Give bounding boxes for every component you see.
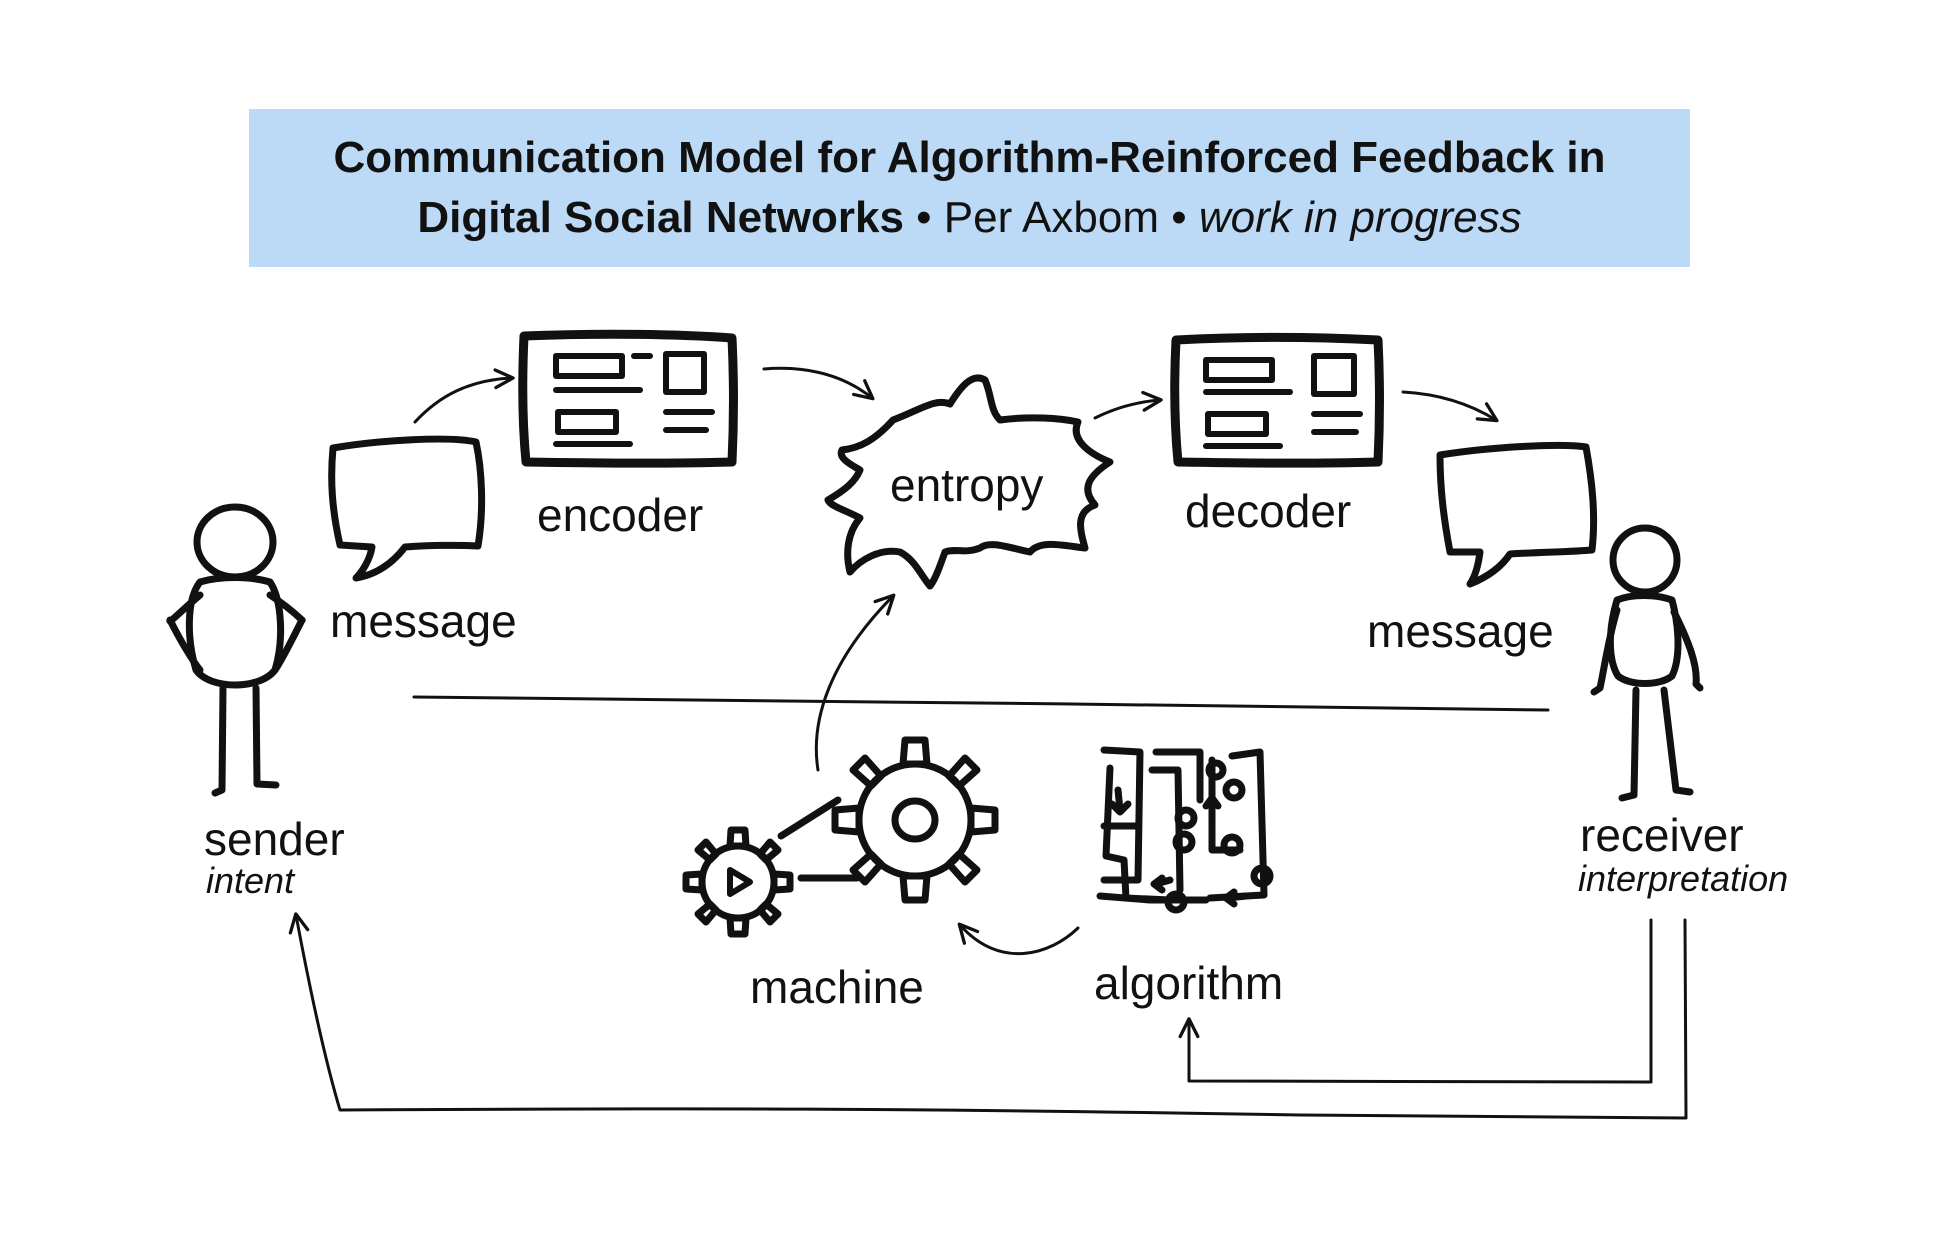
- arrow-receiver-to-algorithm: [1178, 918, 1653, 1084]
- label-entropy: entropy: [890, 459, 1044, 511]
- title-line-1: Communication Model for Algorithm-Reinfo…: [333, 133, 1606, 182]
- receiver-figure-icon: [1590, 524, 1704, 802]
- label-sender: sender: [204, 813, 345, 865]
- arrow-encoder-to-entropy: [762, 366, 875, 401]
- label-machine: machine: [750, 961, 924, 1013]
- arrow-decoder-to-message: [1401, 390, 1499, 423]
- arrow-receiver-to-sender: [288, 912, 1688, 1120]
- label-decoder: decoder: [1185, 485, 1352, 537]
- machine-gears-icon: [682, 736, 999, 938]
- algorithm-circuit-icon: [1096, 746, 1274, 914]
- entropy-burst-icon: [824, 374, 1114, 590]
- title-line-2: Digital Social Networks • Per Axbom • wo…: [417, 188, 1521, 248]
- sender-figure-icon: [166, 503, 306, 797]
- title-separator-2: •: [1159, 193, 1199, 242]
- divider-line: [412, 695, 1550, 712]
- arrow-machine-to-entropy: [814, 593, 896, 772]
- label-sender-intent: intent: [206, 860, 295, 901]
- label-message-left: message: [330, 595, 517, 647]
- arrow-entropy-to-decoder: [1093, 390, 1163, 420]
- title-status: work in progress: [1198, 193, 1522, 242]
- title-author: Per Axbom: [943, 193, 1159, 242]
- encoder-screen-icon: [518, 329, 738, 468]
- arrow-message-to-encoder: [413, 368, 515, 424]
- title-separator-1: •: [903, 193, 944, 242]
- label-encoder: encoder: [537, 489, 704, 541]
- label-receiver: receiver: [1580, 809, 1744, 861]
- message-bubble-left-icon: [328, 435, 486, 582]
- arrow-algorithm-to-machine: [957, 922, 1080, 956]
- decoder-screen-icon: [1170, 332, 1384, 468]
- label-algorithm: algorithm: [1094, 957, 1284, 1009]
- label-receiver-interpretation: interpretation: [1578, 858, 1789, 899]
- title-box: Communication Model for Algorithm-Reinfo…: [249, 109, 1690, 267]
- label-message-right: message: [1367, 605, 1554, 657]
- title-bold-part: Digital Social Networks: [417, 193, 904, 242]
- message-bubble-right-icon: [1436, 441, 1598, 588]
